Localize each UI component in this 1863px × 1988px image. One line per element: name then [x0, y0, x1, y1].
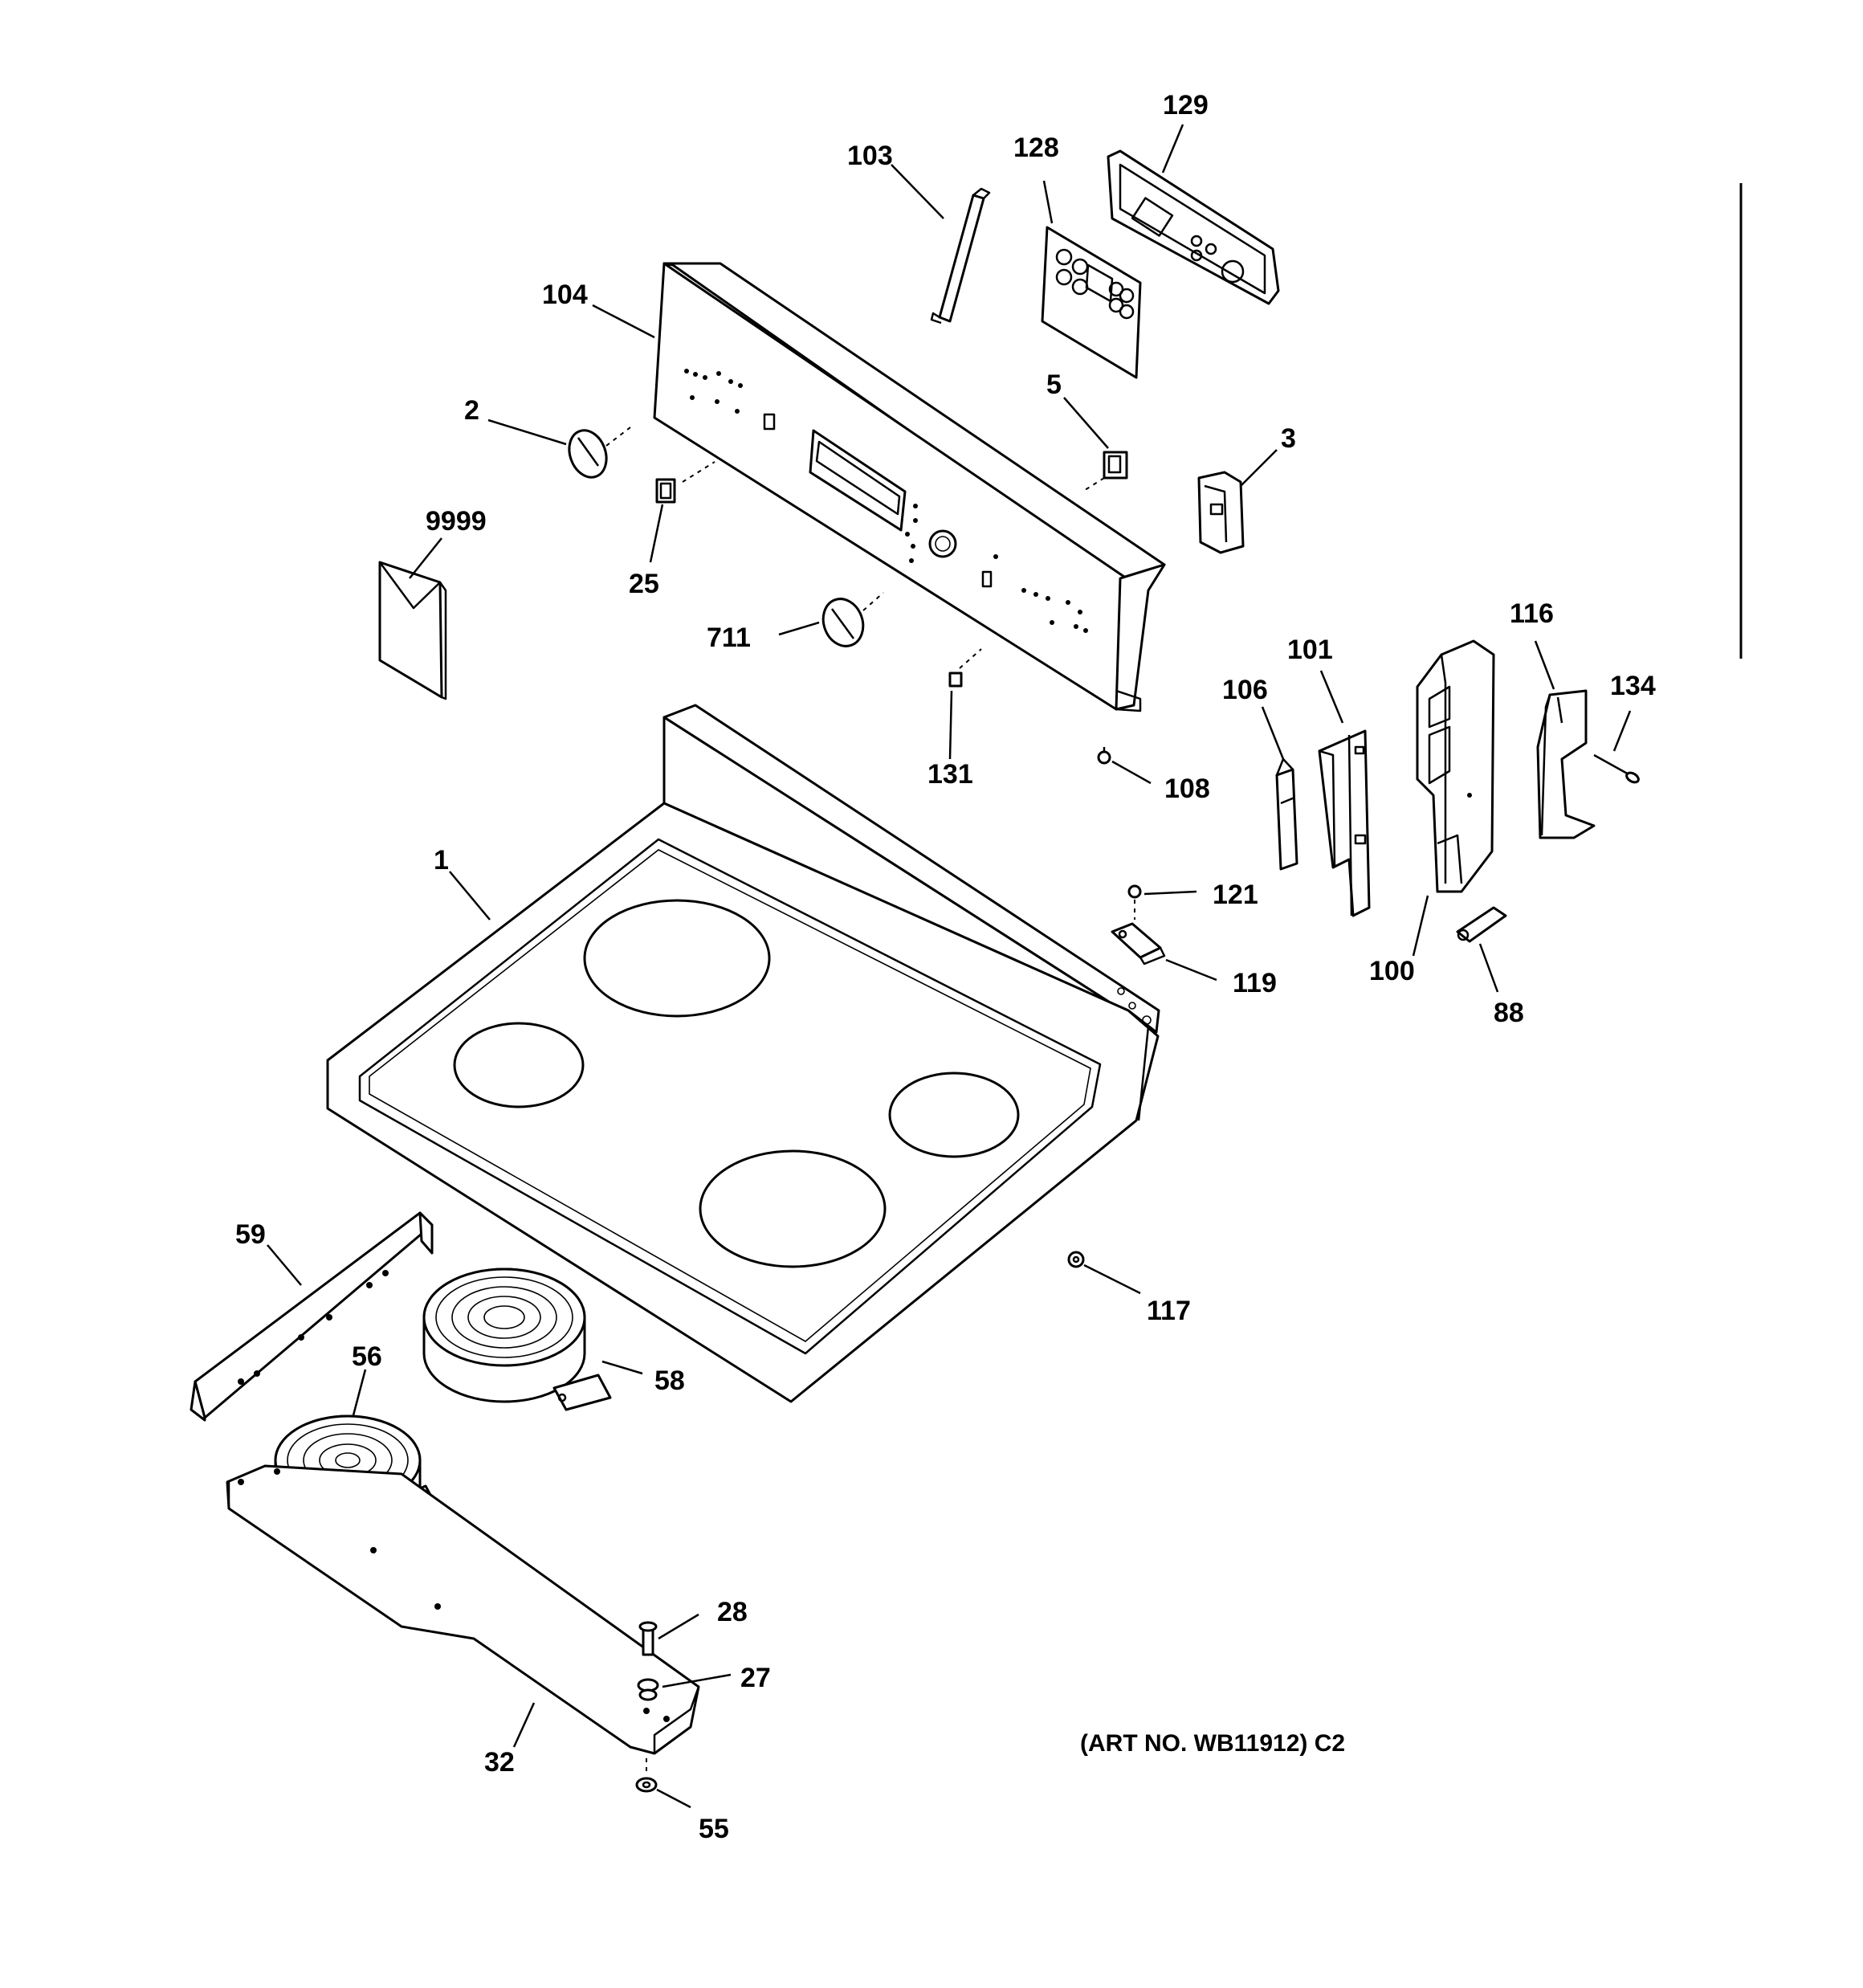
part-label: 59: [235, 1219, 266, 1250]
switch-part-5: [1082, 451, 1128, 492]
part-label: 9999: [426, 506, 487, 537]
end-cap-part-116: [1536, 689, 1596, 839]
part-label: 128: [1013, 133, 1059, 163]
literature-envelope-part: [378, 561, 447, 700]
end-cap-part-100: [1416, 639, 1495, 893]
part-label: 711: [707, 623, 751, 653]
switch-part-25: [655, 461, 715, 504]
screw-part-108: [1097, 747, 1111, 765]
screw-part-134: [1593, 753, 1640, 784]
bracket-part-106: [1275, 757, 1298, 871]
part-label: 117: [1147, 1296, 1191, 1326]
part-label: 32: [484, 1747, 515, 1778]
part-label: 103: [847, 141, 893, 171]
art-number-label: (ART NO. WB11912) C2: [1080, 1730, 1345, 1757]
part-label: 56: [352, 1341, 382, 1372]
bracket-part-119: [1111, 922, 1166, 965]
clip-part-131: [948, 648, 982, 688]
part-label: 104: [542, 280, 588, 310]
bracket-part-103: [930, 187, 991, 325]
part-label: 2: [464, 395, 479, 426]
screw-part-121: [1127, 884, 1142, 920]
part-label: 129: [1163, 90, 1209, 120]
part-label: 100: [1369, 956, 1415, 986]
part-label: 28: [717, 1597, 748, 1627]
switch-part-3: [1197, 471, 1245, 554]
leader-lines: [267, 124, 1632, 1809]
nut-part-55: [635, 1755, 658, 1793]
part-label: 131: [927, 759, 973, 790]
part-label: 27: [740, 1663, 771, 1693]
bushing-part-27: [637, 1678, 659, 1701]
part-label: 134: [1610, 671, 1656, 701]
part-label: 119: [1233, 968, 1277, 998]
part-label: 108: [1164, 774, 1210, 804]
bracket-part-101: [1318, 729, 1371, 917]
part-label: 121: [1213, 880, 1258, 910]
burner-bracket-part-32: [226, 1464, 700, 1755]
knob-part-711: [821, 592, 884, 647]
cooktop-glass-part: [326, 704, 1160, 1403]
part-label: 88: [1494, 998, 1524, 1028]
part-label: 1: [434, 845, 449, 876]
pad-part-88: [1456, 906, 1507, 943]
part-label: 55: [699, 1814, 729, 1844]
part-label: 116: [1510, 598, 1554, 629]
control-overlay-part: [1041, 226, 1142, 379]
part-label: 106: [1222, 675, 1268, 705]
control-board-part: [1107, 149, 1280, 305]
control-panel-backsplash-part: [653, 262, 1166, 712]
part-label: 5: [1046, 369, 1062, 400]
radiant-element-part-58: [422, 1268, 612, 1411]
knob-part-2: [568, 427, 631, 479]
part-label: 25: [629, 569, 659, 599]
stud-part-28: [638, 1621, 658, 1656]
nut-part-117: [1067, 1251, 1085, 1268]
part-label: 101: [1287, 635, 1333, 665]
angle-bracket-part-59: [190, 1211, 434, 1422]
part-label: 58: [654, 1365, 685, 1396]
part-label: 3: [1281, 423, 1296, 454]
